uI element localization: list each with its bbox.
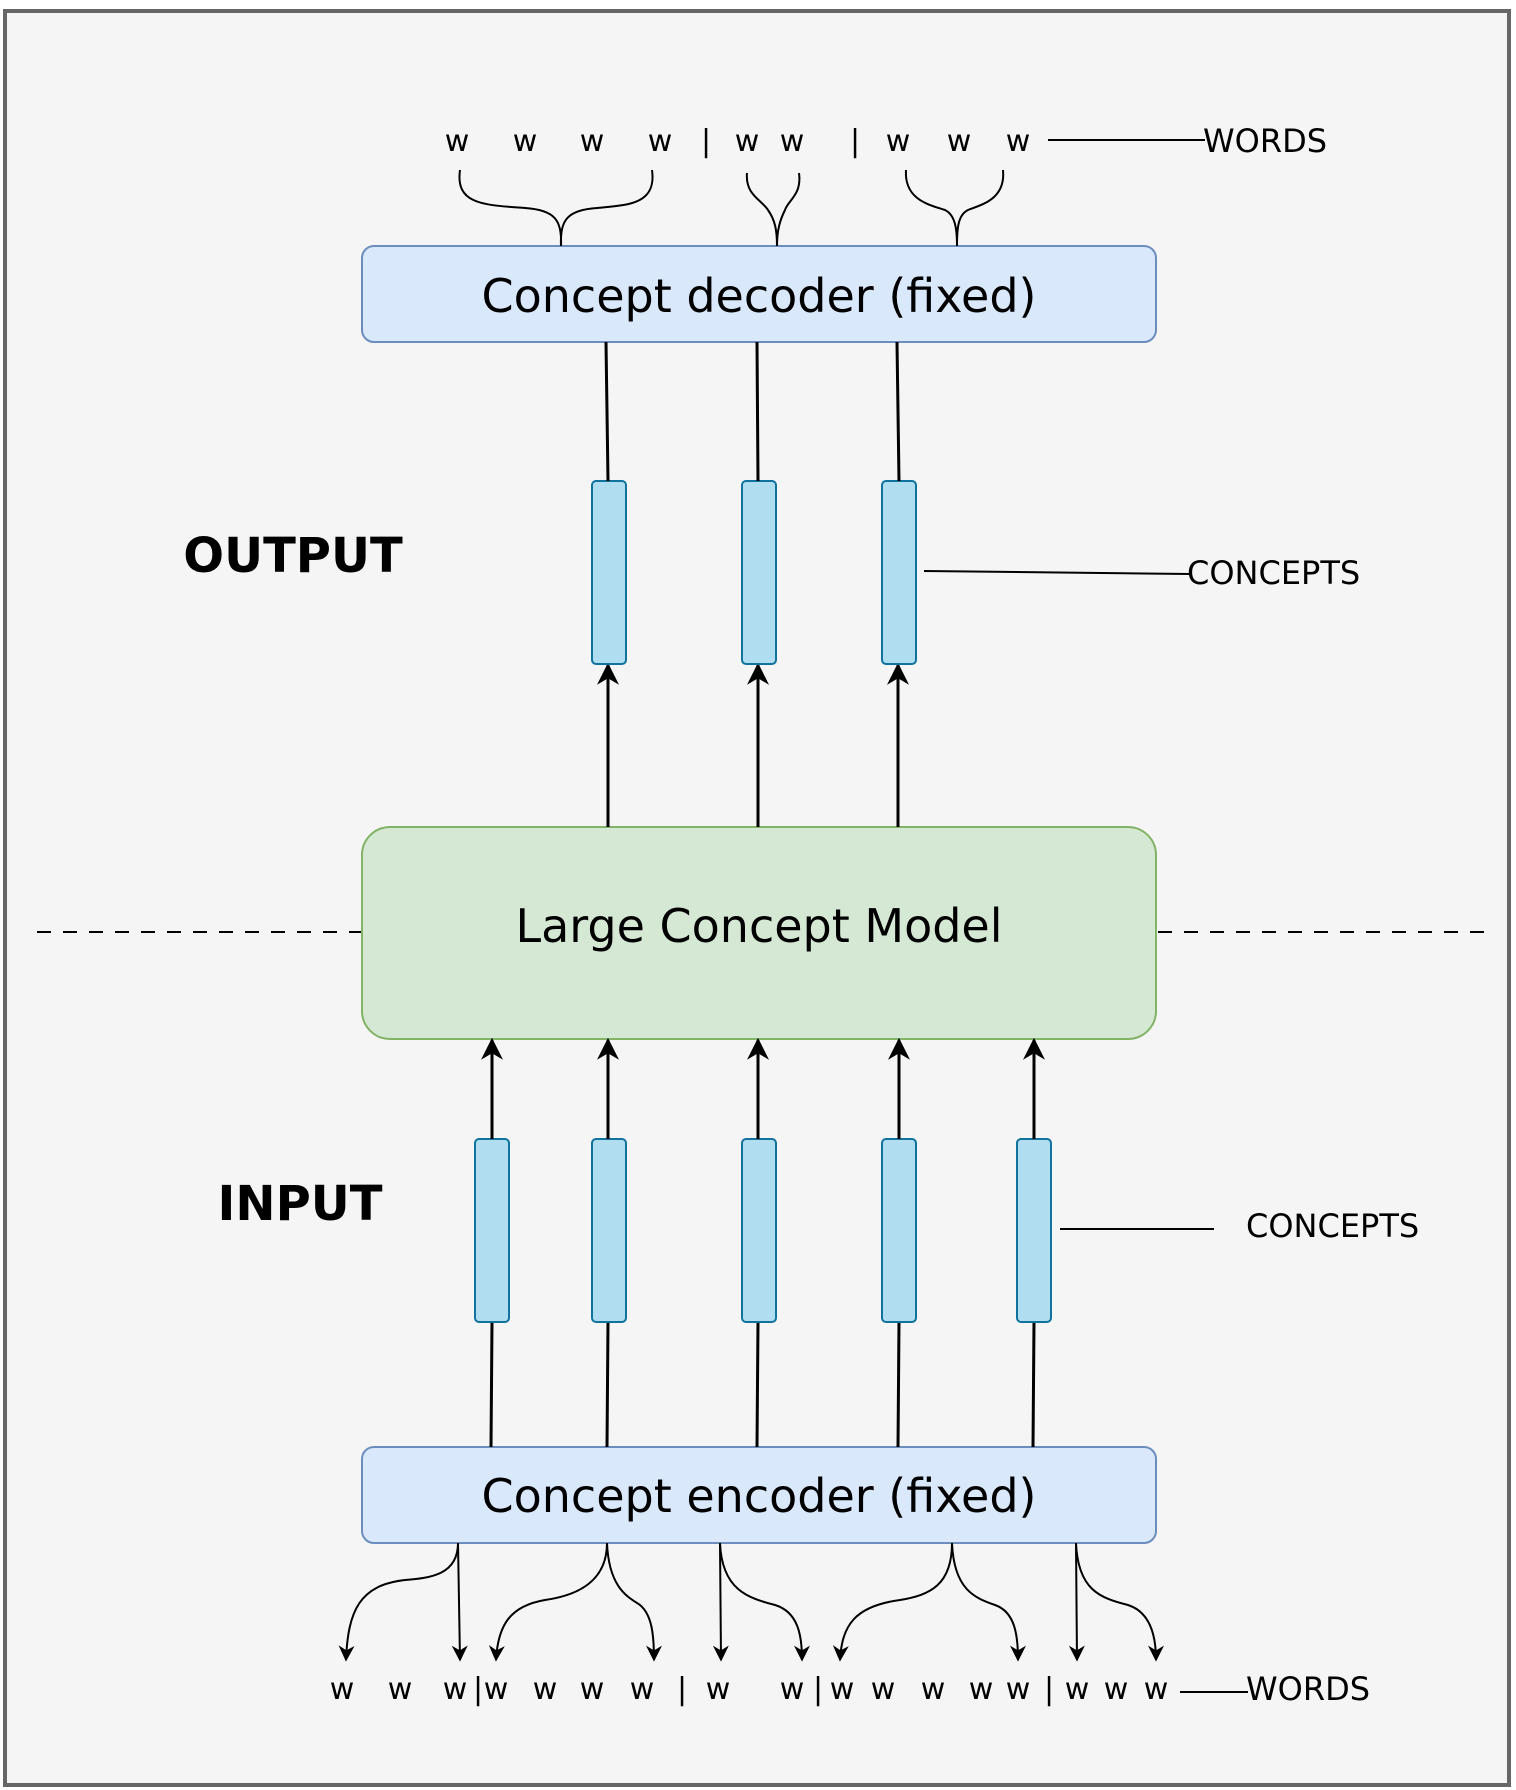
bottom-word: w bbox=[1006, 1672, 1031, 1707]
top-word: w bbox=[648, 124, 673, 159]
input-concept-column-2 bbox=[591, 1037, 627, 1448]
input-concept-column-4 bbox=[881, 1037, 917, 1448]
top-word: w bbox=[780, 124, 805, 159]
output-section-label: OUTPUT bbox=[183, 528, 403, 584]
bottom-word: w bbox=[443, 1672, 468, 1707]
concept-encoder-label: Concept encoder (fixed) bbox=[482, 1469, 1037, 1523]
top-separator: | bbox=[701, 124, 711, 159]
input-concept-vector-2 bbox=[591, 1138, 627, 1323]
concept-decoder-box: Concept decoder (fixed) bbox=[361, 245, 1157, 343]
bottom-word: w bbox=[921, 1672, 946, 1707]
bottom-word: w bbox=[1104, 1672, 1129, 1707]
bottom-word: w bbox=[1065, 1672, 1090, 1707]
input-concept-column-3 bbox=[741, 1037, 777, 1448]
bottom-word: w bbox=[1144, 1672, 1169, 1707]
bottom-word: w bbox=[330, 1672, 355, 1707]
bottom-word: w bbox=[871, 1672, 896, 1707]
top-word: w bbox=[1006, 124, 1031, 159]
bottom-word: w bbox=[780, 1672, 805, 1707]
input-section-label: INPUT bbox=[218, 1176, 383, 1232]
bottom-word: w bbox=[484, 1672, 509, 1707]
output-concept-column-2 bbox=[741, 341, 777, 827]
large-concept-model-label: Large Concept Model bbox=[515, 899, 1002, 953]
bottom-word: w bbox=[830, 1672, 855, 1707]
large-concept-model-box: Large Concept Model bbox=[361, 826, 1157, 1040]
bottom-word: w bbox=[580, 1672, 605, 1707]
top-word: w bbox=[445, 124, 470, 159]
concept-encoder-box: Concept encoder (fixed) bbox=[361, 1446, 1157, 1544]
top-brace-1 bbox=[458, 169, 654, 247]
input-concept-column-5 bbox=[1016, 1037, 1052, 1448]
bottom-separator: | bbox=[677, 1672, 687, 1707]
top-separator: | bbox=[850, 124, 860, 159]
output-concept-vector-2 bbox=[741, 480, 777, 665]
encoder-word-arrows bbox=[338, 1542, 1164, 1662]
output-concept-vector-3 bbox=[881, 480, 917, 665]
bottom-separator: | bbox=[1044, 1672, 1054, 1707]
bottom-word: w bbox=[969, 1672, 994, 1707]
input-concept-vector-1 bbox=[474, 1138, 510, 1323]
output-concept-vector-1 bbox=[591, 480, 627, 665]
concept-decoder-label: Concept decoder (fixed) bbox=[481, 269, 1036, 323]
top-word: w bbox=[580, 124, 605, 159]
bottom-word: w bbox=[706, 1672, 731, 1707]
top-brace-3 bbox=[904, 169, 1005, 247]
top-words-row: w w w w | w w | w w w bbox=[445, 124, 1031, 159]
output-concepts-annotation: CONCEPTS bbox=[1187, 554, 1360, 592]
input-concept-vector-5 bbox=[1016, 1138, 1052, 1323]
bottom-separator: | bbox=[813, 1672, 823, 1707]
top-words-annotation: WORDS bbox=[1203, 122, 1327, 160]
top-word: w bbox=[735, 124, 760, 159]
bottom-words-annotation: WORDS bbox=[1246, 1670, 1370, 1708]
input-concepts-annotation: CONCEPTS bbox=[1246, 1207, 1419, 1245]
input-concept-vector-3 bbox=[741, 1138, 777, 1323]
input-concept-vector-4 bbox=[881, 1138, 917, 1323]
input-concept-column-1 bbox=[474, 1037, 510, 1448]
output-concept-column-3 bbox=[881, 341, 917, 827]
bottom-word: w bbox=[533, 1672, 558, 1707]
top-brace-2 bbox=[745, 172, 801, 247]
output-concept-column-1 bbox=[591, 341, 627, 827]
bottom-word: w bbox=[388, 1672, 413, 1707]
bottom-word: w bbox=[630, 1672, 655, 1707]
output-concepts-leader bbox=[923, 570, 1191, 575]
bottom-separator: | bbox=[473, 1672, 483, 1707]
top-word: w bbox=[947, 124, 972, 159]
top-word: w bbox=[513, 124, 538, 159]
bottom-words-row: w w w | w w w w | w w | w w w w w | w w … bbox=[330, 1672, 1169, 1707]
top-word: w bbox=[886, 124, 911, 159]
